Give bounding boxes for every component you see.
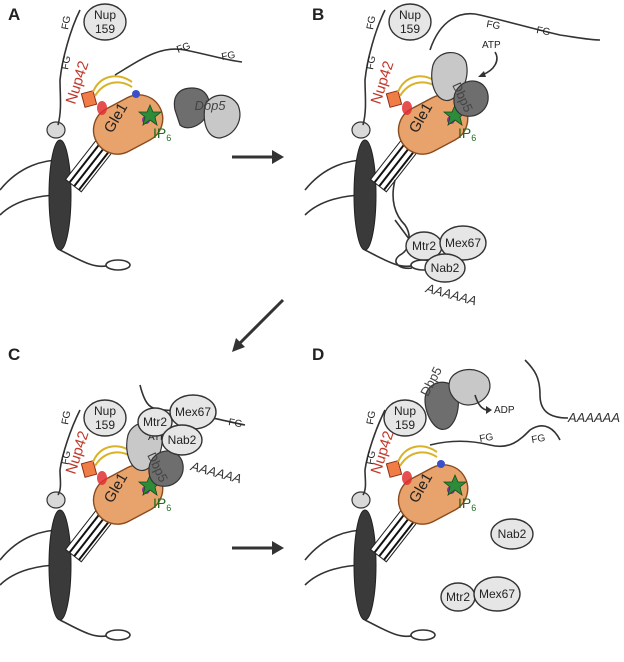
panel-c: C FG FG FG FG Nup 159 Nup42 Gle1 IP6 Dbp… xyxy=(0,345,284,641)
panel-label-d: D xyxy=(312,345,324,364)
ip6-label: IP6 xyxy=(153,495,171,513)
nab2-label: Nab2 xyxy=(431,261,460,275)
mex67-protein xyxy=(473,576,521,612)
fg-label: FG xyxy=(365,15,378,31)
dbp5-protein: Dbp5 xyxy=(417,364,491,431)
mex67-protein xyxy=(439,225,487,261)
panel-label-b: B xyxy=(312,5,324,24)
panel-a: A FG FG FG FG Nup 159 Nup42 Gle1 IP6 Dbp… xyxy=(0,3,284,271)
atp-label: ATP xyxy=(482,40,501,51)
fg-strand xyxy=(114,48,243,76)
fg-label: FG xyxy=(221,50,237,63)
fg-label: FG xyxy=(485,19,501,32)
fg-label: FG xyxy=(531,433,547,446)
nab2-label: Nab2 xyxy=(498,527,527,541)
mex67-label: Mex67 xyxy=(175,405,211,419)
mtr2-protein xyxy=(137,407,173,437)
nup159-label-line2: 159 xyxy=(400,22,420,36)
nup159-label-line1: Nup xyxy=(399,8,421,22)
nab2-protein xyxy=(161,424,203,456)
nup159-label-line1: Nup xyxy=(394,404,416,418)
nup159-protein xyxy=(83,399,127,437)
fg-label: FG xyxy=(60,450,73,466)
mtr2-label: Mtr2 xyxy=(412,239,436,253)
mtr2-label: Mtr2 xyxy=(446,590,470,604)
atp-label: ATP xyxy=(148,432,167,443)
nup159-label-line2: 159 xyxy=(395,418,415,432)
nup159-label-line2: 159 xyxy=(95,418,115,432)
mex67-label: Mex67 xyxy=(479,587,515,601)
fg-label: FG xyxy=(535,25,551,38)
polya-tail: AAAAAA xyxy=(423,280,478,308)
adp-label: ADP xyxy=(494,405,515,416)
fg-label: FG xyxy=(60,410,73,426)
polya-tail: AAAAAA xyxy=(188,458,243,486)
dbp5-protein: Dbp5 xyxy=(173,87,241,139)
nup159-protein xyxy=(383,399,427,437)
fg-label: FG xyxy=(175,41,192,56)
fg-label: FG xyxy=(227,417,243,430)
ip6-label: IP6 xyxy=(153,125,171,143)
fg-label: FG xyxy=(365,55,378,71)
arrow-b-to-c xyxy=(236,298,285,347)
polya-tail: AAAAAA xyxy=(567,410,620,425)
nup159-protein xyxy=(388,3,432,41)
nab2-label: Nab2 xyxy=(168,433,197,447)
ip6-label: IP6 xyxy=(458,495,476,513)
ip6-label: IP6 xyxy=(458,125,476,143)
panel-d: D FG FG FG FG Nup 159 Nup42 Gle1 IP6 Dbp… xyxy=(304,345,620,641)
fg-label: FG xyxy=(60,55,73,71)
dbp5-label: Dbp5 xyxy=(194,98,226,113)
mex67-label: Mex67 xyxy=(445,236,481,250)
fg-label: FG xyxy=(60,15,73,31)
nup159-protein xyxy=(83,3,127,41)
nup159-label-line1: Nup xyxy=(94,8,116,22)
mtr2-label: Mtr2 xyxy=(143,415,167,429)
nup159-label-line2: 159 xyxy=(95,22,115,36)
fg-strand xyxy=(57,9,81,126)
nup159-label-line1: Nup xyxy=(94,404,116,418)
panel-label-c: C xyxy=(8,345,20,364)
panel-b: B FG FG FG FG Nup 159 Nup42 Gle1 IP6 Dbp… xyxy=(304,3,601,308)
nab2-protein xyxy=(490,518,534,550)
panel-label-a: A xyxy=(8,5,20,24)
fg-label: FG xyxy=(479,432,495,445)
fg-label: FG xyxy=(365,450,378,466)
nab2-protein xyxy=(424,253,466,283)
fg-label: FG xyxy=(365,410,378,426)
